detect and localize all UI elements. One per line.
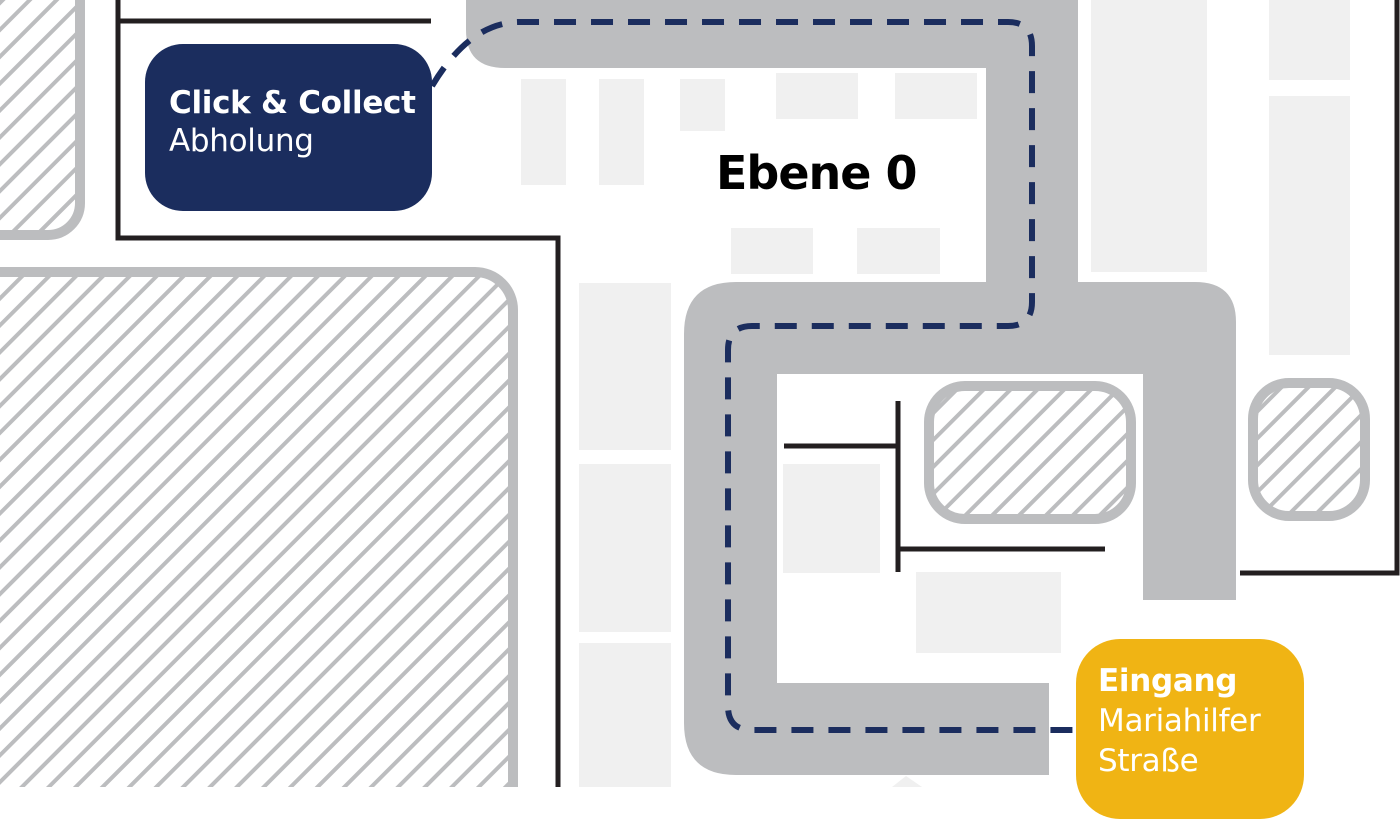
entrance-subtitle-line2: Straße [1098,743,1199,779]
hatched-zone-center [924,381,1136,524]
route-path [429,19,1076,733]
hatched-zone-top-left [0,0,85,240]
click-collect-marker[interactable]: Click & Collect Abholung [145,44,432,211]
direction-hint-shape [892,776,922,787]
store-blocks [521,0,1350,803]
hatched-zones [0,0,1370,819]
hatched-zone-large-left [0,267,518,819]
walkway-top [466,0,1078,282]
click-collect-subtitle: Abholung [169,123,314,159]
entrance-marker[interactable]: Eingang Mariahilfer Straße [1076,639,1304,819]
walls [115,0,1400,787]
entrance-subtitle-line1: Mariahilfer [1098,703,1261,739]
entrance-title: Eingang [1098,663,1238,699]
hatched-zone-right [1248,378,1370,521]
click-collect-title: Click & Collect [169,85,416,121]
floor-level-label: Ebene 0 [716,146,918,200]
